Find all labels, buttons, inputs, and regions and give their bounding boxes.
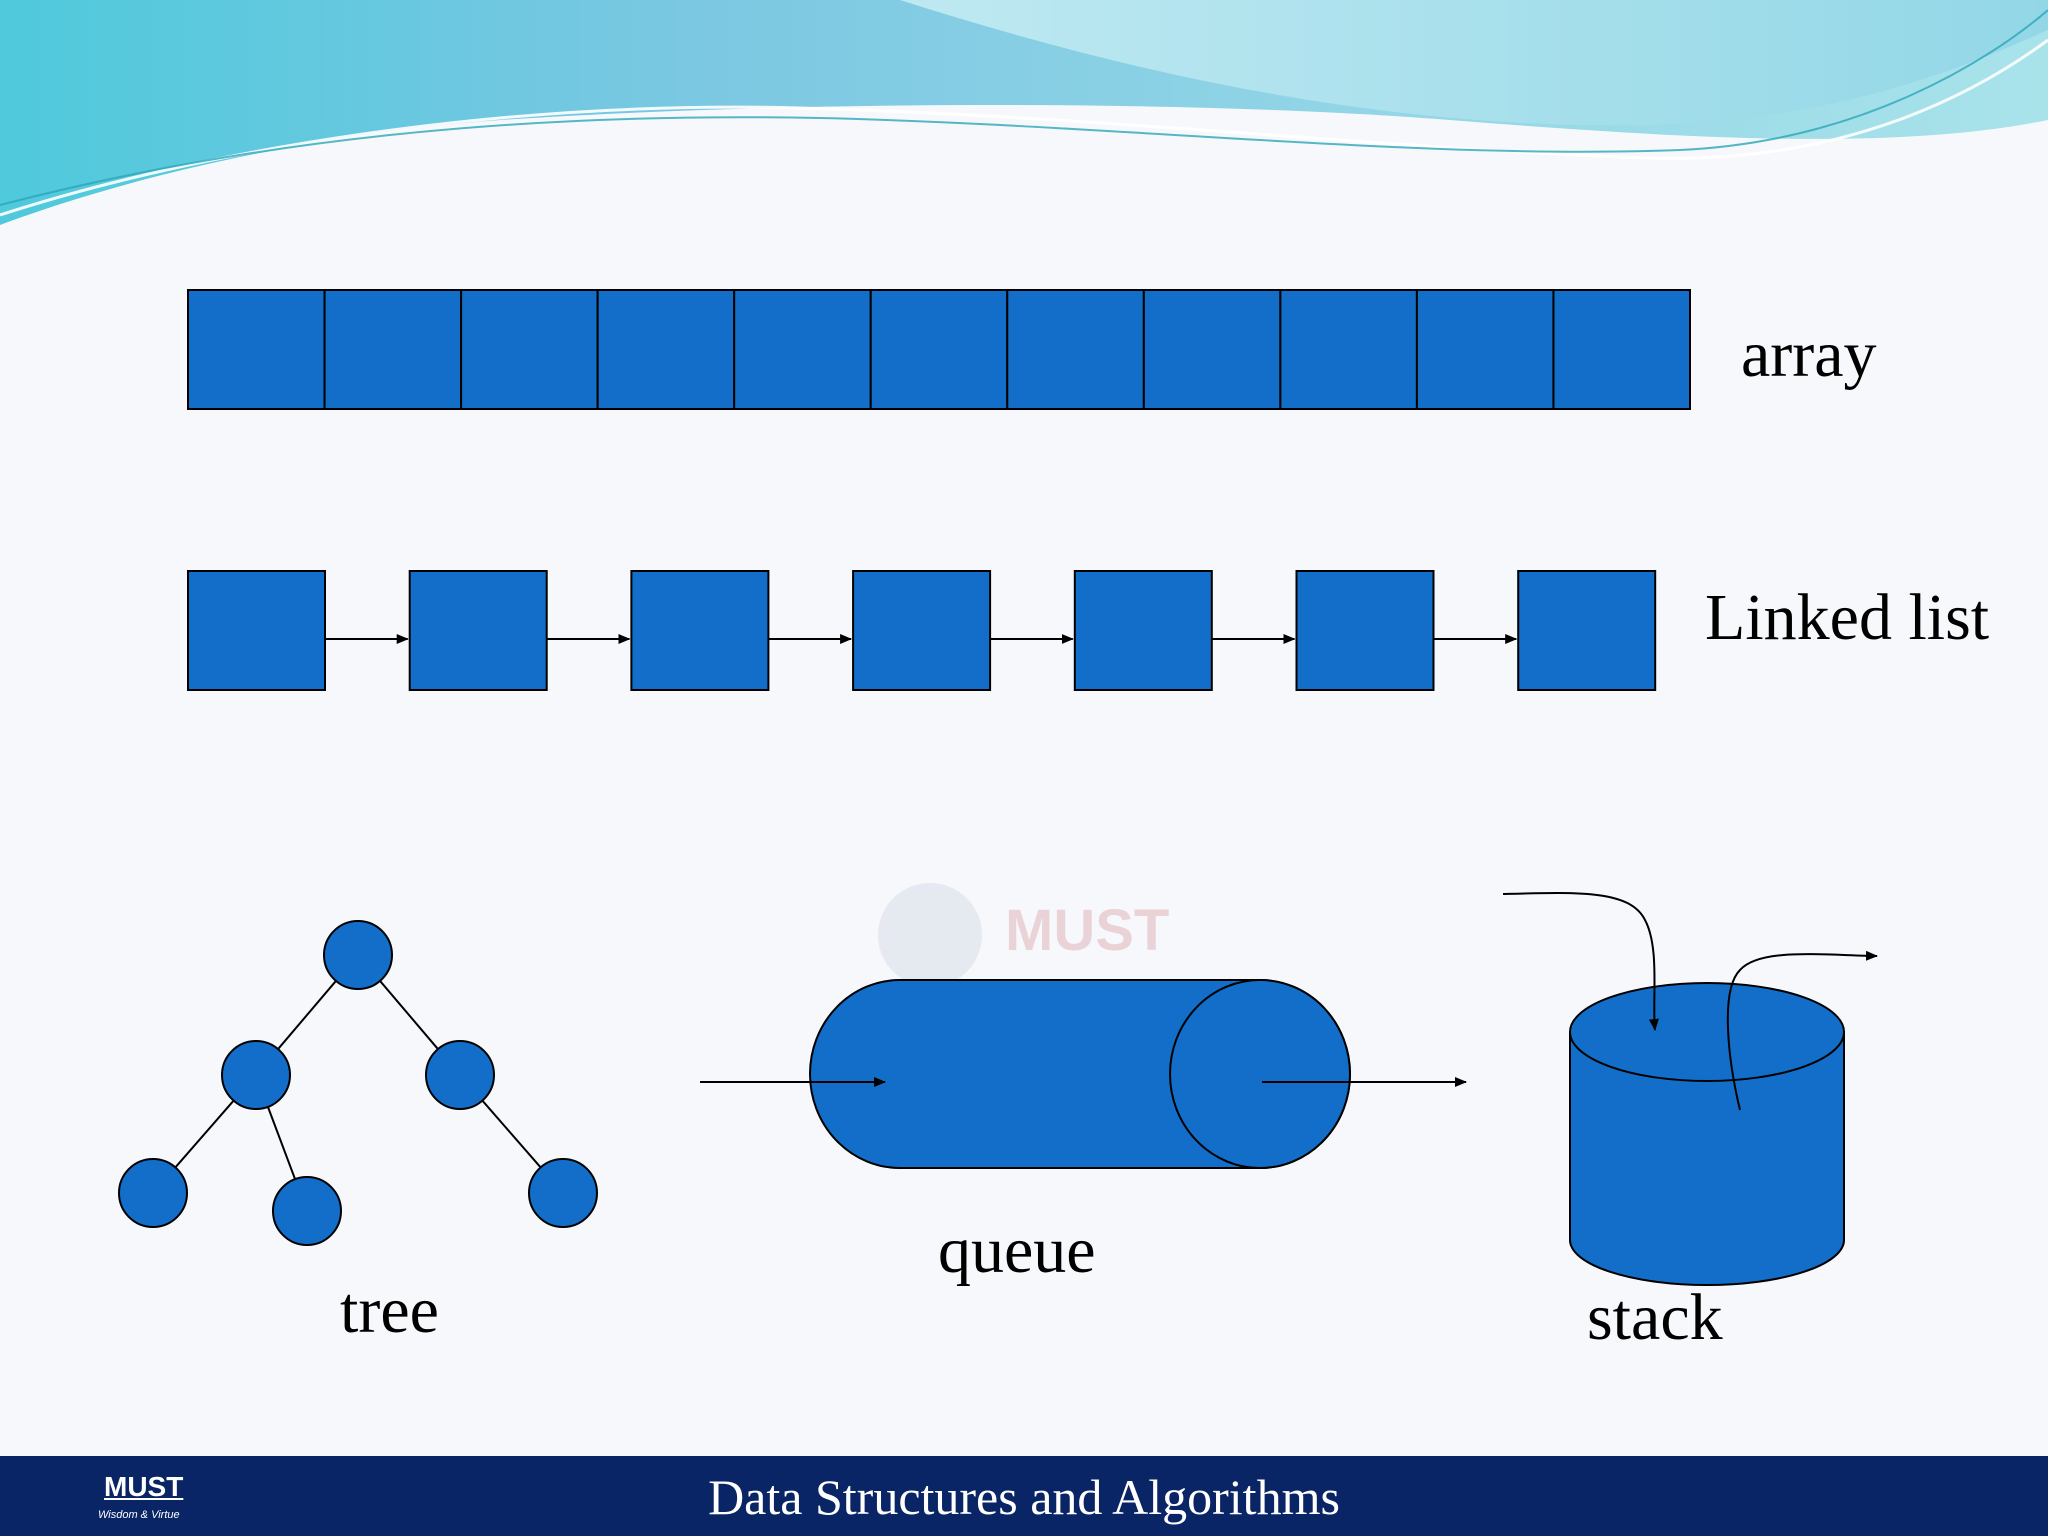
tree-node: [272, 1176, 342, 1246]
array-diagram: [187, 289, 1692, 410]
array-cell: [460, 289, 599, 410]
tree-diagram: [118, 920, 598, 1246]
array-cell: [733, 289, 872, 410]
stack-top: [1569, 982, 1845, 1082]
linked-list-node: [1295, 570, 1435, 691]
footer-logo-motto: Wisdom & Virtue: [98, 1509, 180, 1521]
array-cell: [1006, 289, 1145, 410]
array-cell: [869, 289, 1009, 410]
tree-edge: [273, 975, 341, 1055]
stack-push-arrow: [1502, 892, 1659, 1031]
watermark-logo: MUST: [878, 883, 1169, 987]
header-wave: [0, 0, 2048, 225]
array-cell: [1279, 289, 1418, 410]
tree-edge: [375, 975, 443, 1055]
stack-diagram: [1502, 892, 1878, 1286]
tree-node: [528, 1158, 598, 1228]
watermark-text: MUST: [1005, 898, 1169, 963]
tree-node: [118, 1158, 188, 1228]
footer-bar: [0, 1456, 2048, 1536]
linked-list-node: [408, 570, 548, 691]
footer-title: Data Structures and Algorithms: [708, 1469, 1340, 1525]
label-stack: stack: [1587, 1281, 1723, 1354]
stack-pop-arrow: [1726, 950, 1878, 1111]
queue-diagram: [700, 979, 1467, 1169]
linked-list-node: [852, 570, 992, 691]
tree-node: [425, 1040, 495, 1110]
label-queue: queue: [938, 1214, 1096, 1287]
linked-list-node: [187, 570, 326, 691]
linked-list-node: [1517, 570, 1657, 691]
tree-edge: [477, 1095, 546, 1173]
queue-end-cap: [1169, 979, 1351, 1169]
array-cell: [1415, 289, 1555, 410]
array-cell: [187, 289, 326, 410]
linked-list-node: [630, 570, 770, 691]
linked-list-node: [1073, 570, 1213, 691]
label-tree: tree: [340, 1274, 439, 1347]
array-cell: [323, 289, 463, 410]
array-cell: [1552, 289, 1692, 410]
tree-edge: [170, 1095, 239, 1173]
tree-edge: [264, 1100, 299, 1186]
array-cell: [596, 289, 736, 410]
footer-logo-text: MUST: [104, 1471, 184, 1502]
tree-node: [221, 1040, 291, 1110]
stack-body: [1569, 1031, 1845, 1286]
linked-list-diagram: [187, 570, 1657, 691]
array-cell: [1142, 289, 1282, 410]
label-array: array: [1741, 318, 1877, 391]
label-linked-list: Linked list: [1705, 581, 1990, 654]
tree-node: [323, 920, 393, 990]
